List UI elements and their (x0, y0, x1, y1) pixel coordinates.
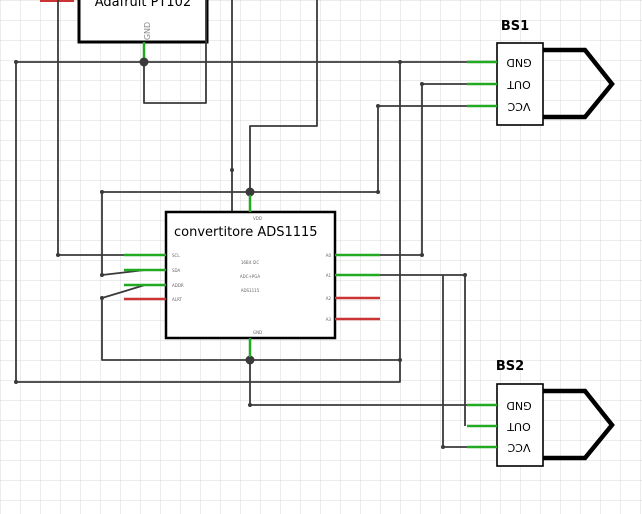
sensor-bs1[interactable]: BS1 GND OUT VCC (467, 19, 615, 126)
bs2-label-vcc: VCC (507, 441, 530, 454)
pin-label-alrt: ALRT (172, 297, 182, 302)
converter-body (164, 210, 337, 340)
converter-inner-line-2: ADC+PGA (240, 274, 260, 279)
top-module-body (77, 0, 209, 44)
top-module[interactable]: Adafruit PT102 GND (40, 0, 209, 62)
sensor-bs1-body (496, 42, 544, 126)
pin-label-a3: A3 (326, 317, 332, 322)
junctions (14, 57, 467, 449)
pin-label-gnd: GND (253, 330, 262, 335)
corner-dot (100, 296, 104, 300)
pin-label-a0: A0 (326, 253, 332, 258)
corner-dot (14, 60, 18, 64)
pin-label-a2: A2 (326, 296, 332, 301)
corner-dot (14, 380, 18, 384)
wire-gnd-loop (143, 0, 207, 104)
corner-dot (376, 104, 380, 108)
sensor-bs2-body (496, 383, 544, 467)
junction-gnd-top (139, 57, 149, 67)
corner-dot (398, 60, 402, 64)
bs2-label-gnd: GND (506, 399, 531, 412)
wire-a0-bs1-out (355, 83, 467, 256)
top-module-gnd-label: GND (143, 22, 152, 40)
corner-dot (230, 168, 234, 172)
converter-inner-line-1: 16Bit I2C (241, 260, 260, 265)
corner-dot (100, 190, 104, 194)
sensor-bs2-name: BS2 (496, 359, 524, 374)
pin-label-a1: A1 (326, 273, 332, 278)
sensor-bs2-housing (543, 388, 615, 461)
bs2-label-out: OUT (507, 420, 531, 433)
corner-dot (56, 253, 60, 257)
pin-label-addr: ADDR (172, 283, 184, 288)
junction-gnd-bottom (245, 355, 255, 365)
corner-dot (100, 273, 104, 277)
sensor-bs1-name: BS1 (501, 19, 529, 34)
bs1-label-out: OUT (507, 78, 531, 91)
corner-dot (463, 273, 467, 277)
wire-addr-gnd (101, 298, 250, 361)
bs1-label-gnd: GND (506, 56, 531, 69)
corner-dot (420, 82, 424, 86)
sensor-bs1-housing (543, 47, 615, 120)
bs1-label-vcc: VCC (507, 100, 530, 113)
pin-label-scl: SCL (172, 253, 180, 258)
corner-dot (441, 445, 445, 449)
top-module-red-pin (40, 0, 74, 2)
sensor-bs2[interactable]: BS2 GND OUT VCC (467, 359, 615, 467)
wire-left-gnd-return (15, 62, 401, 383)
corner-dot (248, 403, 252, 407)
corner-dot (376, 190, 380, 194)
top-module-name: Adafruit PT102 (95, 0, 191, 10)
converter-module[interactable]: convertitore ADS1115 16Bit I2C ADC+PGA A… (124, 195, 380, 357)
wire-vdd-feed (249, 0, 318, 192)
wire-addr (101, 284, 146, 299)
corner-dot (420, 253, 424, 257)
pin-label-vdd: VDD (253, 216, 262, 221)
pin-label-sda: SDA (172, 268, 181, 273)
converter-inner-line-3: ADS1115 (241, 288, 260, 293)
converter-title: convertitore ADS1115 (174, 225, 318, 240)
junction-vcc (245, 187, 255, 197)
corner-dot (398, 358, 402, 362)
